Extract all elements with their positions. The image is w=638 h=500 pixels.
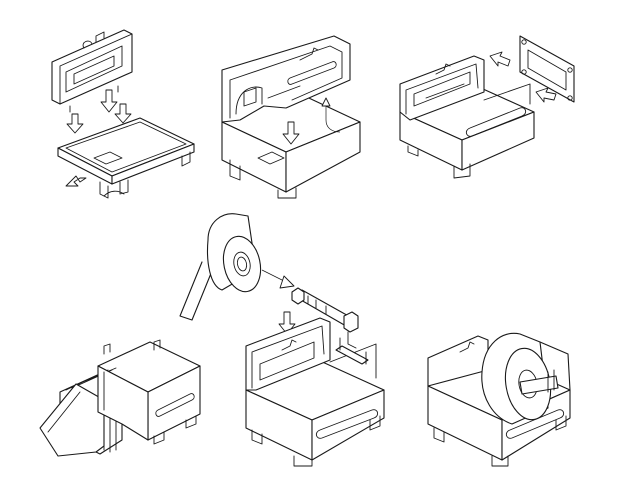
down-arrow-icon xyxy=(66,113,84,134)
down-arrow-icon xyxy=(282,121,300,145)
spindle-part xyxy=(291,287,359,349)
step-4-roll-and-spindle xyxy=(179,213,359,349)
left-arrow-icon xyxy=(489,51,511,67)
side-panel-part xyxy=(51,29,133,113)
diagonal-arrow-icon xyxy=(65,175,87,187)
step-7-roll-mounted xyxy=(427,332,571,467)
down-arrow-icon xyxy=(100,89,118,113)
bracket-part xyxy=(519,35,575,103)
step-3-rear-bracket xyxy=(399,35,575,179)
curved-arrow-icon xyxy=(321,97,341,133)
down-arrow-icon xyxy=(114,103,132,124)
step-5-fanfold-labels xyxy=(39,339,201,457)
right-arrow-icon xyxy=(261,269,295,289)
step-6-spindle-seated xyxy=(245,317,385,467)
step-2-side-wall-on-base xyxy=(221,35,361,199)
base-tray-part xyxy=(57,117,195,199)
step-1-base-and-panel xyxy=(51,29,195,199)
left-arrow-icon xyxy=(535,87,557,103)
